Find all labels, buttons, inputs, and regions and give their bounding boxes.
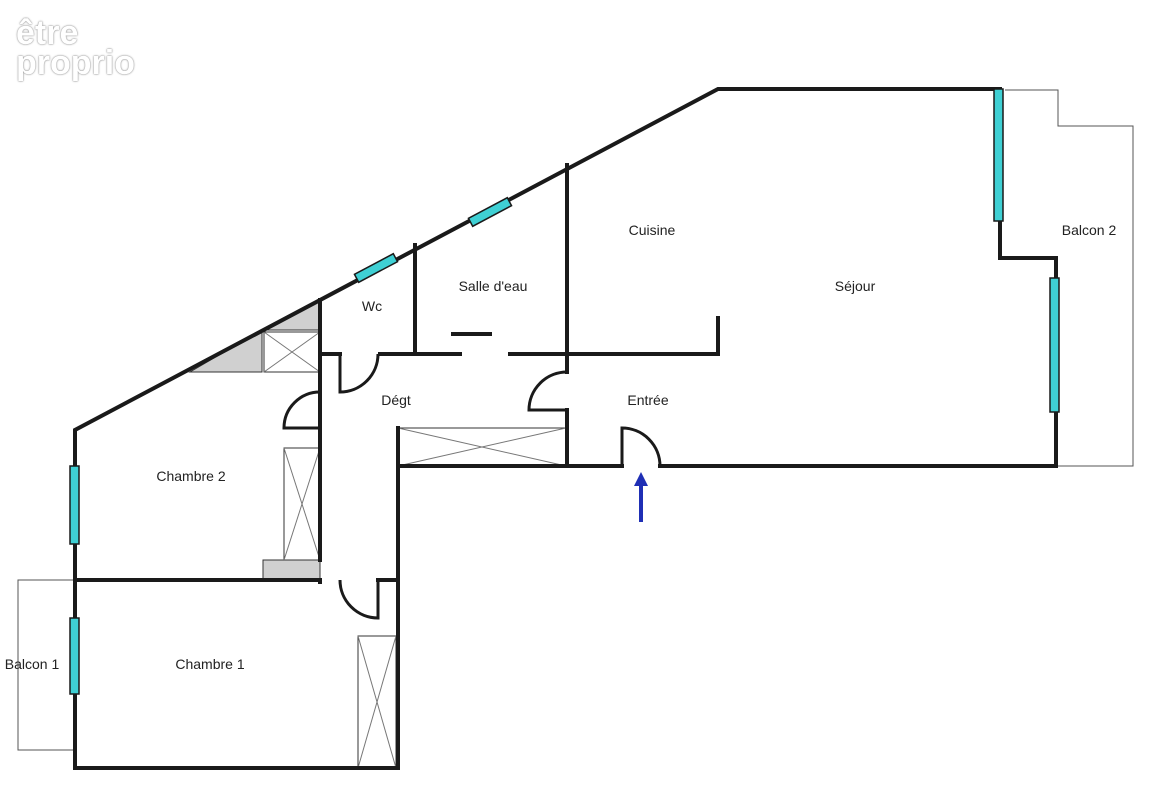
label-wc: Wc [362, 298, 382, 314]
storage-cabinet-chambre1 [357, 635, 397, 769]
windows [69, 88, 1060, 695]
label-entree: Entrée [627, 392, 668, 408]
storage-cabinet-degt [397, 427, 567, 467]
label-degt: Dégt [381, 392, 411, 408]
label-chambre-2: Chambre 2 [156, 468, 225, 484]
storage-cabinet-chambre2 [283, 447, 321, 561]
label-cuisine: Cuisine [629, 222, 676, 238]
label-chambre-1: Chambre 1 [175, 656, 244, 672]
label-sejour: Séjour [835, 278, 876, 294]
logo-line-1: être [16, 14, 79, 52]
label-salle-deau: Salle d'eau [459, 278, 528, 294]
gray-block-closet [262, 559, 321, 580]
balcony-2-outline [1005, 89, 1134, 467]
doors [282, 353, 662, 620]
logo-line-2: proprio [16, 44, 135, 82]
entry-arrow-icon [634, 472, 648, 522]
label-balcon-1: Balcon 1 [5, 656, 60, 672]
balcony-1-outline [17, 579, 75, 751]
label-balcon-2: Balcon 2 [1062, 222, 1117, 238]
storage-cabinet-wc [263, 331, 321, 373]
brand-logo: être proprio [16, 14, 135, 82]
